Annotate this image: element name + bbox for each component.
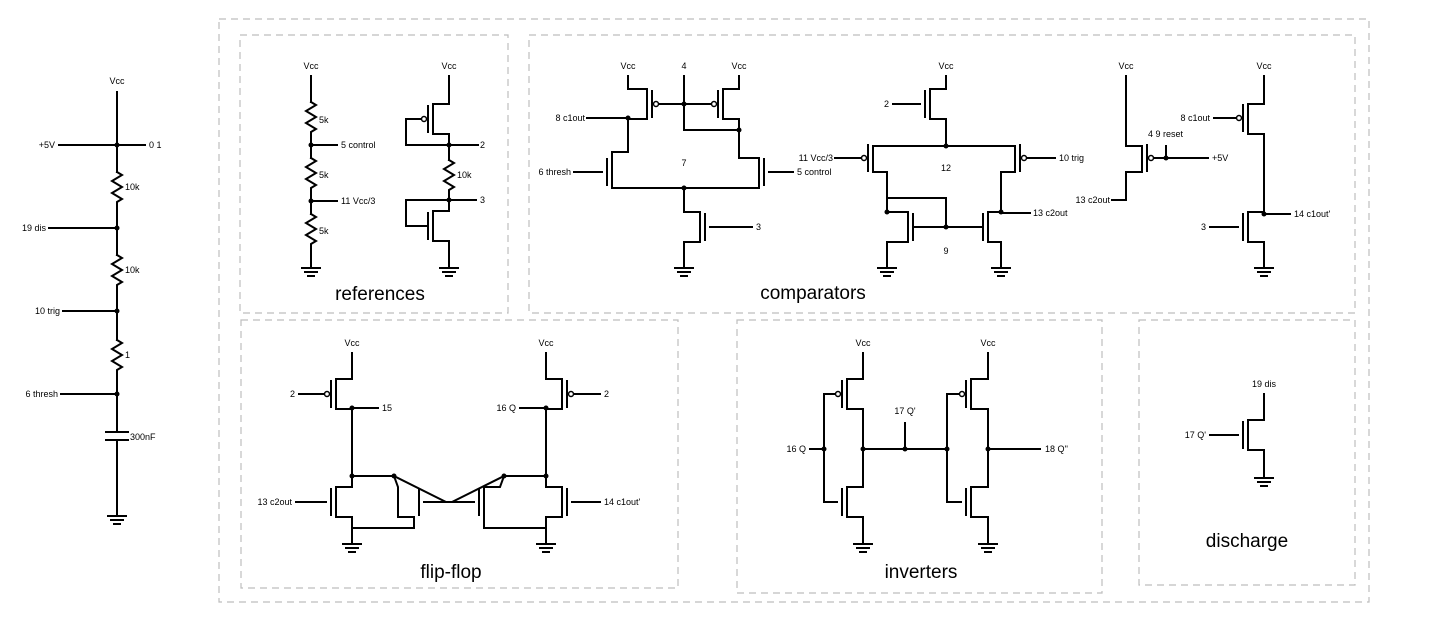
svg-text:+5V: +5V — [39, 140, 55, 150]
svg-text:3: 3 — [1201, 222, 1206, 232]
svg-text:5k: 5k — [319, 115, 329, 125]
svg-text:16 Q: 16 Q — [496, 403, 516, 413]
comparators-title: comparators — [760, 283, 866, 304]
discharge-box — [1138, 319, 1356, 586]
svg-text:Vcc: Vcc — [109, 76, 125, 86]
references-title: references — [335, 284, 425, 305]
svg-text:8 c1out: 8 c1out — [1180, 113, 1210, 123]
svg-text:15: 15 — [382, 403, 392, 413]
svg-text:5 control: 5 control — [797, 167, 832, 177]
svg-text:14 c1out': 14 c1out' — [1294, 209, 1331, 219]
svg-text:16 Q: 16 Q — [786, 444, 806, 454]
svg-text:+5V: +5V — [1212, 153, 1228, 163]
svg-text:8 c1out: 8 c1out — [555, 113, 585, 123]
svg-text:13 c2out: 13 c2out — [257, 497, 292, 507]
inverters-title: inverters — [885, 562, 958, 583]
svg-text:5k: 5k — [319, 226, 329, 236]
svg-text:10k: 10k — [457, 170, 472, 180]
discharge-circuit: 19 dis 17 Q' — [1185, 379, 1277, 487]
svg-text:6 thresh: 6 thresh — [25, 389, 58, 399]
svg-text:12: 12 — [941, 163, 951, 173]
svg-text:10 trig: 10 trig — [1059, 153, 1084, 163]
svg-text:10k: 10k — [125, 182, 140, 192]
svg-text:Vcc: Vcc — [1256, 61, 1272, 71]
flip-flop-box — [240, 319, 679, 589]
svg-text:Vcc: Vcc — [344, 338, 360, 348]
inverters-circuit: Vcc Vcc 16 Q 17 Q' 18 Q'' — [786, 338, 1068, 553]
svg-text:Vcc: Vcc — [1118, 61, 1134, 71]
svg-text:5 control: 5 control — [341, 140, 376, 150]
svg-text:13 c2out: 13 c2out — [1075, 195, 1110, 205]
references-box — [239, 34, 509, 314]
svg-text:Vcc: Vcc — [441, 61, 457, 71]
svg-text:9: 9 — [943, 246, 948, 256]
svg-text:Vcc: Vcc — [731, 61, 747, 71]
svg-text:10 trig: 10 trig — [35, 306, 60, 316]
svg-text:Vcc: Vcc — [938, 61, 954, 71]
flip-flop-circuit: Vcc Vcc 2 15 2 16 Q 13 c2out 14 — [257, 338, 641, 553]
svg-text:2: 2 — [884, 99, 889, 109]
comparators-box — [528, 34, 1356, 314]
svg-text:11 Vcc/3: 11 Vcc/3 — [341, 196, 375, 206]
svg-text:14 c1out': 14 c1out' — [604, 497, 641, 507]
svg-text:0 1: 0 1 — [149, 140, 162, 150]
svg-text:Vcc: Vcc — [620, 61, 636, 71]
svg-text:19 dis: 19 dis — [22, 223, 47, 233]
svg-text:19 dis: 19 dis — [1252, 379, 1277, 389]
svg-text:2: 2 — [604, 389, 609, 399]
svg-text:13 c2out: 13 c2out — [1033, 208, 1068, 218]
outer-frame — [218, 18, 1370, 603]
inverters-box — [736, 319, 1103, 594]
svg-text:4: 4 — [681, 61, 686, 71]
svg-text:1: 1 — [125, 350, 130, 360]
svg-text:300nF: 300nF — [130, 432, 156, 442]
svg-text:2: 2 — [480, 140, 485, 150]
references-circuit: Vcc 5k 5 control 5k 11 Vcc/3 5k Vcc 2 10… — [301, 61, 485, 277]
svg-text:10k: 10k — [125, 265, 140, 275]
svg-text:Vcc: Vcc — [303, 61, 319, 71]
svg-text:6 thresh: 6 thresh — [538, 167, 571, 177]
svg-text:18 Q'': 18 Q'' — [1045, 444, 1068, 454]
discharge-title: discharge — [1206, 531, 1288, 552]
svg-text:Vcc: Vcc — [538, 338, 554, 348]
svg-text:11 Vcc/3: 11 Vcc/3 — [799, 153, 833, 163]
svg-text:4 9 reset: 4 9 reset — [1148, 129, 1184, 139]
svg-text:3: 3 — [756, 222, 761, 232]
svg-text:Vcc: Vcc — [855, 338, 871, 348]
svg-text:17 Q': 17 Q' — [1185, 430, 1207, 440]
svg-text:Vcc: Vcc — [980, 338, 996, 348]
svg-text:17 Q': 17 Q' — [894, 406, 916, 416]
external-circuit: Vcc +5V 0 1 10k 19 dis 10k 10 trig 1 6 t… — [22, 76, 162, 525]
flip-flop-title: flip-flop — [420, 562, 481, 583]
svg-text:3: 3 — [480, 195, 485, 205]
svg-text:2: 2 — [290, 389, 295, 399]
svg-text:7: 7 — [681, 158, 686, 168]
svg-text:5k: 5k — [319, 170, 329, 180]
comparators-circuit: Vcc 4 Vcc 8 c1out 6 thresh 7 5 control 3… — [538, 61, 1331, 277]
